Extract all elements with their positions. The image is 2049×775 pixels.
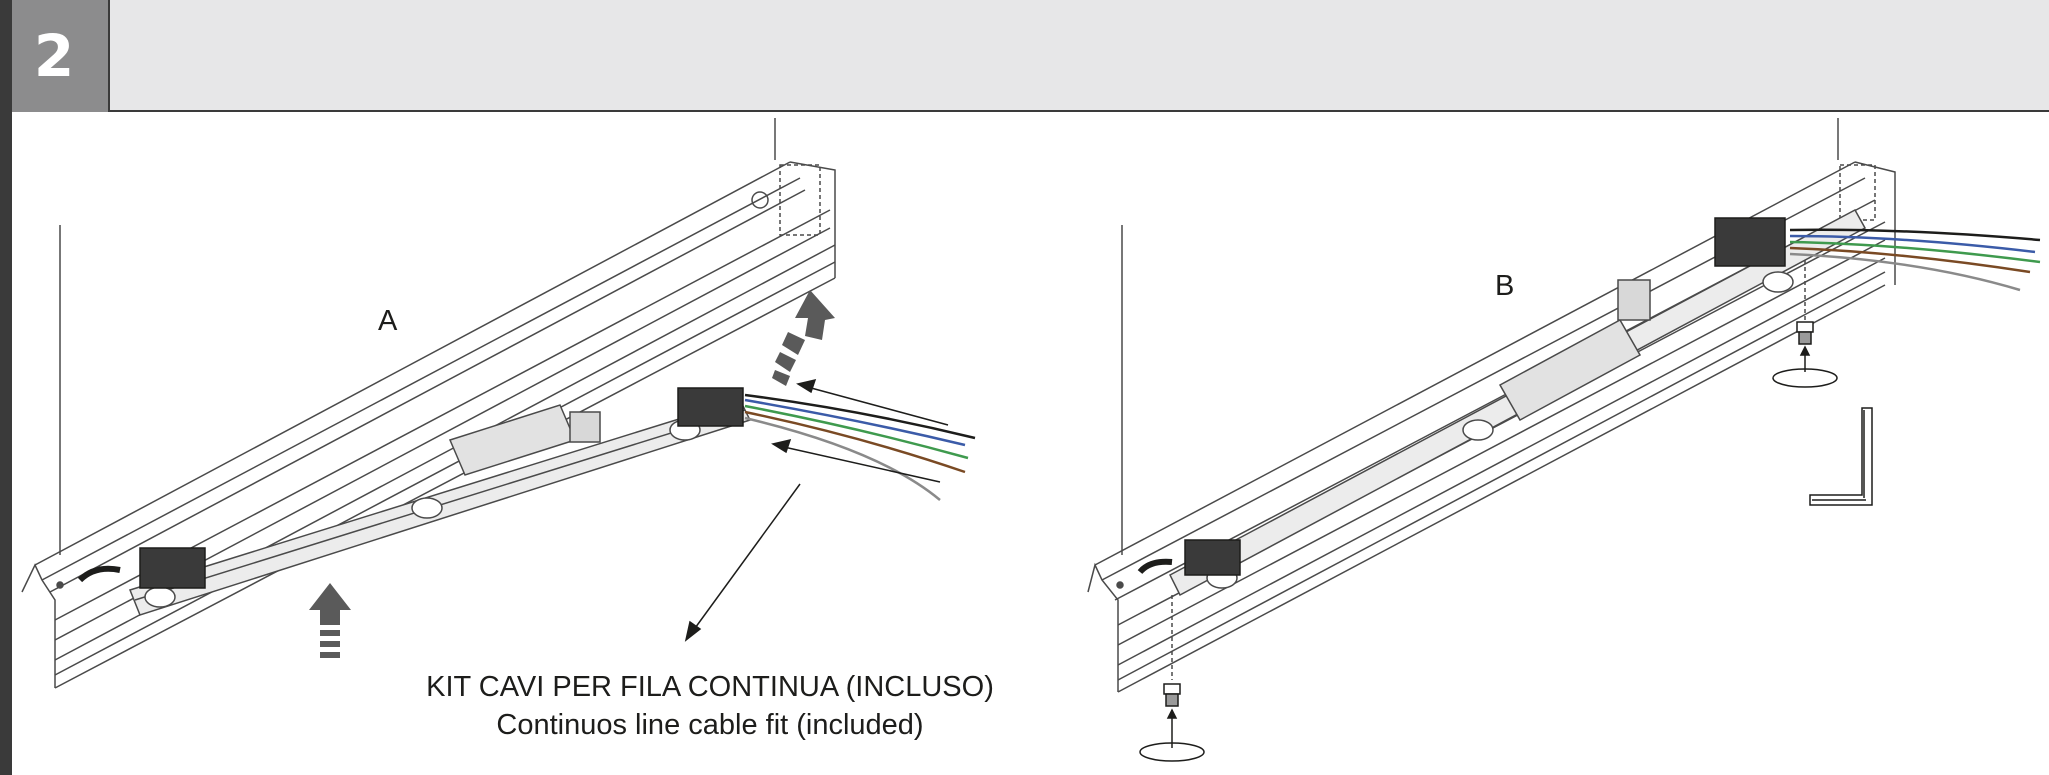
- allen-key-icon: [1809, 407, 1873, 506]
- cable-bundle-b: [1789, 228, 2041, 292]
- insertion-arrows-a: [684, 378, 949, 642]
- panel-left-border: [0, 0, 12, 775]
- view-a-label: A: [378, 305, 398, 337]
- rotation-circle-icon: [1139, 742, 1205, 762]
- light-module-a: [77, 387, 752, 616]
- screw-icon: [1796, 321, 1814, 372]
- view-b-label: B: [1495, 270, 1514, 302]
- rotation-circle-icon: [1772, 368, 1838, 388]
- view-b-illustration: [1087, 118, 2041, 693]
- view-a-illustration: [21, 118, 976, 689]
- caption-line-italian: KIT CAVI PER FILA CONTINUA (INCLUSO): [426, 671, 994, 703]
- cable-bundle-a: [744, 393, 976, 501]
- step-header-bar: [0, 0, 2049, 112]
- up-arrow-icon: [309, 583, 351, 658]
- step-number-badge: 2: [0, 0, 110, 112]
- rotate-arrow-icon: [772, 290, 835, 386]
- light-module-b: [1137, 208, 1867, 597]
- cable-kit-caption: KIT CAVI PER FILA CONTINUA (INCLUSO) Con…: [400, 668, 1020, 744]
- caption-line-english: Continuos line cable fit (included): [496, 709, 924, 741]
- screw-icon: [1163, 683, 1181, 748]
